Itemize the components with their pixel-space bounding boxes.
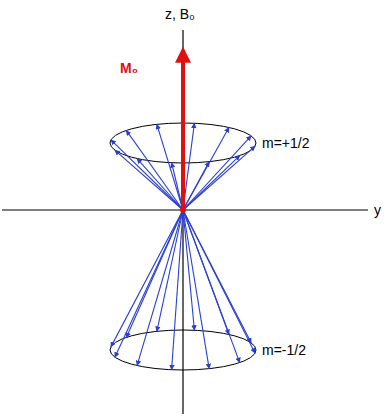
spin-vector bbox=[115, 150, 183, 210]
lower-cone-rim bbox=[110, 330, 256, 370]
origin-dot bbox=[180, 207, 186, 213]
spin-vector bbox=[183, 210, 251, 343]
magnetization-vector bbox=[181, 50, 185, 210]
spin-vector bbox=[157, 124, 183, 210]
vector-label: M₀ bbox=[119, 60, 139, 76]
axis-label: z, B₀ bbox=[164, 6, 196, 22]
spin-vector bbox=[183, 156, 240, 210]
spin-vector bbox=[183, 210, 255, 353]
spin-vector bbox=[137, 210, 183, 366]
spin-vector bbox=[126, 130, 183, 210]
state-label: m=-1/2 bbox=[261, 342, 307, 358]
spin-vector bbox=[183, 210, 209, 369]
state-label: m=+1/2 bbox=[261, 135, 310, 151]
spin-vector bbox=[126, 210, 183, 337]
spin-vector bbox=[183, 136, 251, 210]
axis-label: y bbox=[373, 202, 382, 218]
spin-vector bbox=[137, 159, 183, 210]
spin-vector bbox=[157, 210, 183, 331]
spin-vector bbox=[115, 210, 183, 357]
spin-vector bbox=[183, 210, 229, 334]
spin-vector bbox=[111, 210, 183, 347]
spin-vector bbox=[183, 127, 229, 210]
spin-vector bbox=[183, 146, 255, 210]
spin-vector bbox=[183, 210, 240, 363]
